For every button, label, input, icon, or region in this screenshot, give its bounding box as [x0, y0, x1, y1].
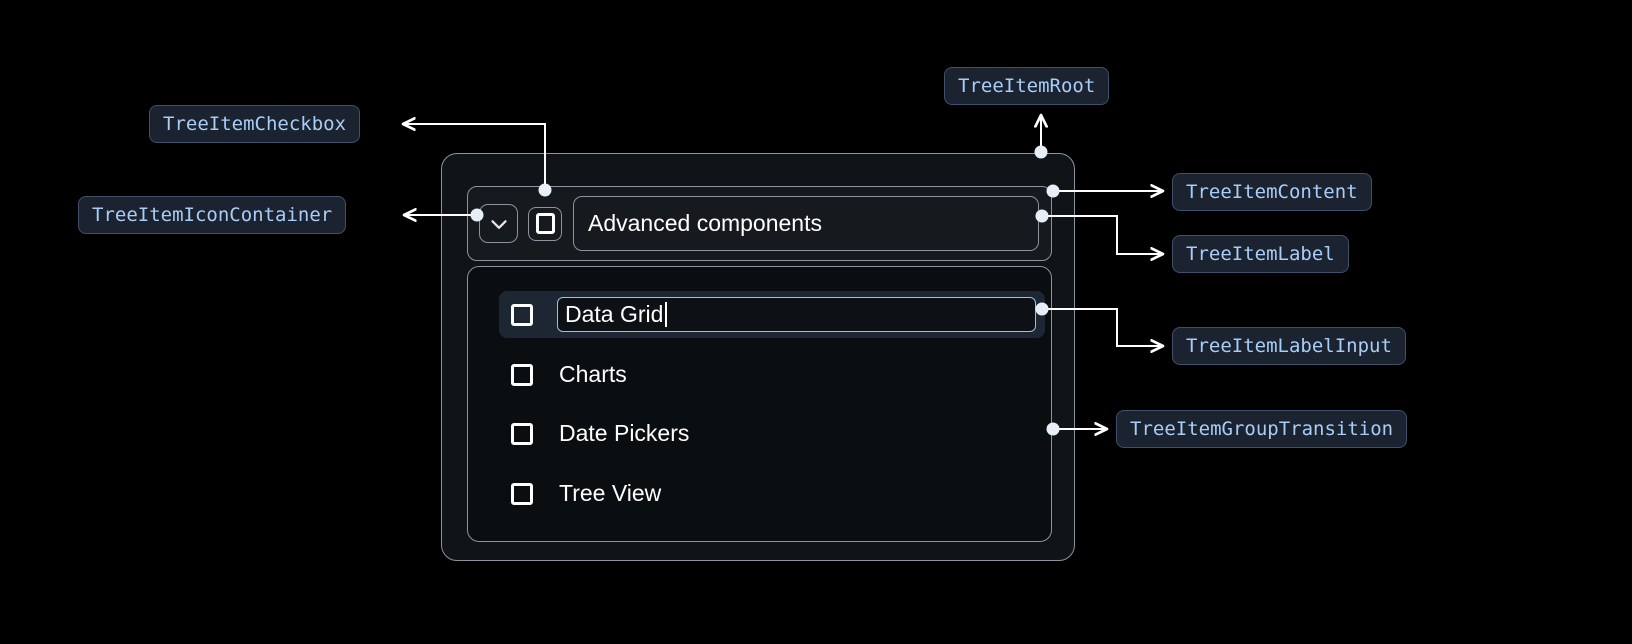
tree-item-child-row[interactable]: Tree View	[499, 470, 1045, 517]
tree-item-label-text: Advanced components	[588, 210, 822, 236]
tree-item-label[interactable]: Advanced components	[573, 196, 1039, 251]
tree-item-group-transition: Data Grid Charts Date Pickers Tree View	[467, 266, 1052, 542]
tree-item-content[interactable]: Advanced components	[467, 186, 1052, 261]
tree-item-child-label: Tree View	[559, 480, 662, 506]
tree-item-icon-container[interactable]	[479, 204, 518, 243]
chevron-down-icon	[486, 211, 512, 237]
annotation-badge-tree-item-content[interactable]: TreeItemContent	[1172, 173, 1372, 211]
tree-item-root[interactable]: Advanced components Data Grid Charts Dat…	[441, 153, 1075, 561]
annotation-badge-tree-item-icon-container[interactable]: TreeItemIconContainer	[78, 196, 347, 234]
tree-item-child-row[interactable]: Charts	[499, 351, 1045, 398]
tree-item-child-label: Date Pickers	[559, 420, 690, 446]
annotation-badge-tree-item-group-transition[interactable]: TreeItemGroupTransition	[1116, 410, 1408, 448]
checkbox-unchecked-icon	[535, 213, 555, 234]
checkbox-unchecked-icon[interactable]	[511, 303, 533, 326]
label-input-value: Data Grid	[565, 301, 664, 327]
checkbox-unchecked-icon[interactable]	[511, 482, 533, 505]
tree-item-checkbox[interactable]	[528, 206, 562, 241]
annotation-badge-tree-item-root[interactable]: TreeItemRoot	[944, 67, 1110, 105]
tree-item-label-input[interactable]: Data Grid	[557, 297, 1036, 332]
annotation-badge-tree-item-label-input[interactable]: TreeItemLabelInput	[1172, 327, 1406, 365]
tree-item-child-row[interactable]: Date Pickers	[499, 410, 1045, 457]
tree-item-child-label: Charts	[559, 361, 627, 387]
checkbox-unchecked-icon[interactable]	[511, 422, 533, 445]
text-caret	[665, 302, 667, 327]
annotation-badge-tree-item-label[interactable]: TreeItemLabel	[1172, 235, 1349, 273]
checkbox-unchecked-icon[interactable]	[511, 363, 533, 386]
tree-item-child-row[interactable]: Data Grid	[499, 291, 1045, 338]
annotation-badge-tree-item-checkbox[interactable]: TreeItemCheckbox	[149, 105, 361, 143]
